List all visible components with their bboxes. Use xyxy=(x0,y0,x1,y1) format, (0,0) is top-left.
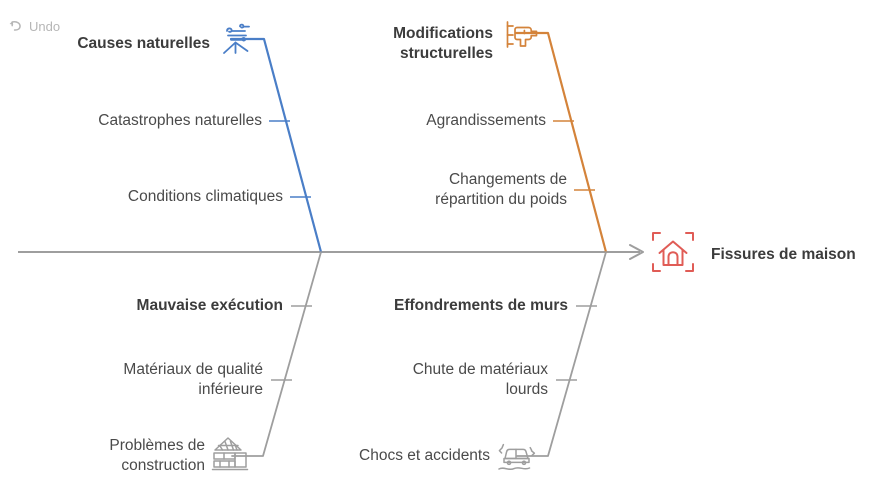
cause-label-chute-materiaux-lourds[interactable]: Chute de matériaux lourds xyxy=(412,361,548,398)
category-label-mauvaise-execution[interactable]: Mauvaise exécution xyxy=(136,297,283,314)
category-label-modifications-structurelles[interactable]: Modifications structurelles xyxy=(393,25,493,62)
cause-label-agrandissements[interactable]: Agrandissements xyxy=(426,112,546,129)
wind-storm-icon xyxy=(218,18,258,63)
category-label-causes-naturelles[interactable]: Causes naturelles xyxy=(77,35,210,52)
effect-node[interactable]: Fissures de maison xyxy=(645,224,856,285)
power-drill-icon xyxy=(503,15,543,60)
undo-button[interactable]: Undo xyxy=(8,18,60,34)
cause-label-conditions-climatiques[interactable]: Conditions climatiques xyxy=(127,188,283,205)
cause-label-problemes-construction[interactable]: Problèmes de construction xyxy=(109,437,205,474)
car-crash-icon xyxy=(496,436,540,481)
branch-effondrements-de-murs xyxy=(516,251,607,457)
branch-mauvaise-execution xyxy=(231,251,322,457)
branch-causes-naturelles xyxy=(229,37,323,254)
effect-label: Fissures de maison xyxy=(711,245,856,263)
category-label-effondrements-de-murs[interactable]: Effondrements de murs xyxy=(394,297,568,314)
cause-label-materiaux-qualite-inferieure[interactable]: Matériaux de qualité inférieure xyxy=(123,361,263,398)
undo-label: Undo xyxy=(29,18,61,34)
cause-label-catastrophes-naturelles[interactable]: Catastrophes naturelles xyxy=(98,112,262,129)
cause-label-chocs-et-accidents[interactable]: Chocs et accidents xyxy=(359,447,490,464)
spine-group xyxy=(18,244,644,260)
house-crack-scan-icon xyxy=(645,224,701,285)
branch-modifications-structurelles xyxy=(514,31,608,254)
undo-arrow-icon xyxy=(8,18,24,34)
cause-label-changements-repartition-poids[interactable]: Changements de répartition du poids xyxy=(435,171,567,208)
brick-construction-icon xyxy=(211,432,253,481)
